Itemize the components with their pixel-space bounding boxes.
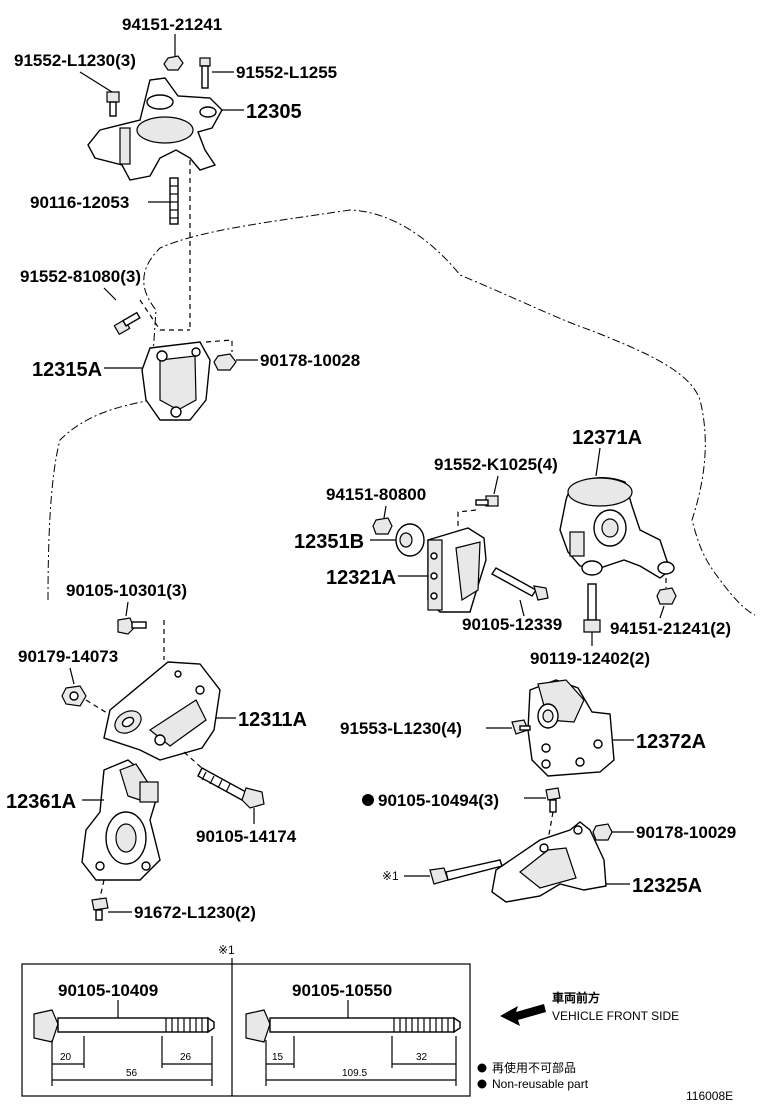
collar-12351B [395, 523, 425, 557]
legend-en: Non-reusable part [492, 1077, 589, 1091]
mount-12305-bolt-hole [199, 106, 217, 118]
bolt-90105-10301 [117, 617, 147, 635]
nut-90179-14073 [61, 685, 87, 707]
mount-12305-group [87, 77, 223, 181]
label-12311A: 12311A [238, 709, 307, 731]
inset-bolt-left-part: 90105-10409 [58, 981, 158, 1000]
non-reusable-marker-icon [362, 794, 374, 806]
label-12351B: 12351B [294, 531, 364, 553]
engine-outline [47, 209, 756, 616]
label-90105-10301-3: 90105-10301(3) [66, 581, 187, 600]
label-90105-10494-3: 90105-10494(3) [378, 791, 499, 810]
nut-90178-10029 [592, 823, 613, 841]
label-94151-21241-2: 94151-21241(2) [610, 619, 731, 638]
inset-box [21, 963, 471, 1097]
inset-bolt-right-dims: 15 32 109.5 [265, 1036, 457, 1086]
legend-jp: 再使用不可部品 [492, 1060, 576, 1075]
label-12305: 12305 [246, 101, 302, 123]
mount-12372A [527, 679, 615, 777]
inset-marker: ※1 [218, 943, 235, 957]
nut-90178-10028 [213, 353, 237, 371]
direction-en: VEHICLE FRONT SIDE [552, 1009, 679, 1023]
inset-bolt-right-threads [393, 1018, 449, 1032]
label-91552-L1255: 91552-L1255 [236, 63, 337, 82]
dim-left-2: 56 [126, 1068, 138, 1079]
dim-right-3: 32 [416, 1052, 428, 1063]
label-90116-12053: 90116-12053 [30, 193, 129, 212]
inset-bolt-left-dims: 20 26 56 [51, 1036, 213, 1086]
label-12315A: 12315A [32, 359, 102, 381]
legend-dot-icon [477, 1063, 487, 1073]
label-90105-14174: 90105-14174 [196, 827, 297, 846]
label-12321A: 12321A [326, 567, 396, 589]
bracket-12311A [103, 661, 221, 761]
label-12325A: 12325A [632, 875, 702, 897]
bolt-91553-L1230 [511, 719, 531, 735]
mount-12361A [81, 759, 161, 881]
figure-id: 116008E [686, 1089, 733, 1103]
bolt-91552-K1025 [475, 495, 499, 507]
nut-94151-80800 [372, 517, 393, 535]
inset-bolt-right-part: 90105-10550 [292, 981, 392, 1000]
label-12361A: 12361A [6, 791, 76, 813]
label-ref-note1: ※1 [382, 869, 399, 883]
stud-90116-12053 [169, 177, 179, 225]
vehicle-front-arrow-icon [500, 1004, 546, 1026]
dim-left-3: 26 [180, 1052, 192, 1063]
bolt-91552-L1230 [106, 91, 120, 117]
bolt-12325A-long [429, 859, 503, 885]
bolt-91552-81080 [113, 311, 141, 336]
label-12372A: 12372A [636, 731, 706, 753]
nut-94151-21241-right [656, 587, 677, 605]
bolt-90105-12339 [490, 567, 549, 601]
label-90179-14073: 90179-14073 [18, 647, 118, 666]
bracket-12321A [427, 527, 487, 613]
inset-bolt-left [33, 1009, 215, 1043]
mount-12305-rib [119, 127, 131, 165]
bracket-12315A [141, 341, 211, 421]
direction-jp: 車両前方 [552, 990, 600, 1005]
dim-right-2: 109.5 [342, 1068, 367, 1079]
label-91552-K1025-4: 91552-K1025(4) [434, 455, 558, 474]
dim-left-1: 20 [60, 1052, 72, 1063]
legend-dot-icon-2 [477, 1079, 487, 1089]
bolt-90119-12402 [583, 583, 601, 633]
label-90105-12339: 90105-12339 [462, 615, 562, 634]
label-91553-L1230-4: 91553-L1230(4) [340, 719, 462, 738]
bolt-90105-10494 [545, 787, 561, 813]
label-90178-10029: 90178-10029 [636, 823, 736, 842]
bolt-91672-L1230 [91, 897, 109, 921]
label-94151-80800: 94151-80800 [326, 485, 426, 504]
dim-right-1: 15 [272, 1052, 284, 1063]
label-90178-10028: 90178-10028 [260, 351, 360, 370]
bolt-90105-14174 [197, 767, 265, 809]
inset-bolt-left-threads [165, 1018, 203, 1032]
label-94151-21241: 94151-21241 [122, 15, 222, 34]
label-91552-81080-3: 91552-81080(3) [20, 267, 141, 286]
label-12371A: 12371A [572, 427, 642, 449]
mount-12305-top-hole [146, 94, 174, 110]
mount-12371A [559, 477, 675, 579]
label-91672-L1230-2: 91672-L1230(2) [134, 903, 256, 922]
label-91552-L1230-3: 91552-L1230(3) [14, 51, 136, 70]
nut-94151-21241 [163, 55, 184, 71]
bolt-91552-L1255 [199, 57, 211, 89]
bracket-12325A [491, 821, 607, 903]
label-90119-12402-2: 90119-12402(2) [530, 649, 650, 668]
mount-12305-hub [136, 116, 194, 144]
inset-bolt-right [245, 1009, 461, 1043]
